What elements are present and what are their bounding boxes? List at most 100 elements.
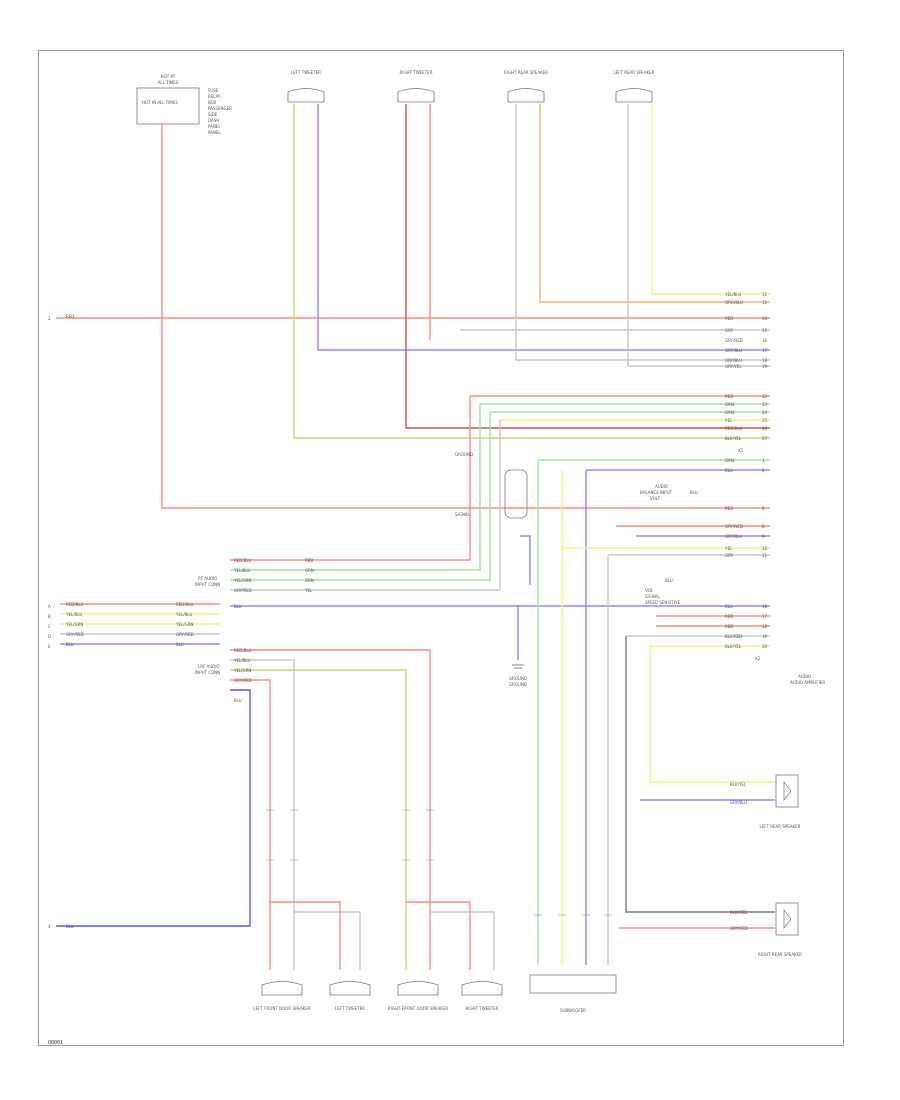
svg-text:YEL/GRN: YEL/GRN xyxy=(175,622,193,627)
svg-text:YEL/BLU: YEL/BLU xyxy=(233,568,250,573)
svg-text:2: 2 xyxy=(762,468,765,473)
wires xyxy=(56,104,775,970)
svg-text:GRN: GRN xyxy=(725,402,734,407)
svg-text:ALL TIMES: ALL TIMES xyxy=(158,80,179,85)
svg-text:RED: RED xyxy=(725,506,733,511)
svg-text:GRY/BLU: GRY/BLU xyxy=(725,534,742,539)
svg-text:GRY/BLU: GRY/BLU xyxy=(725,348,742,353)
svg-text:GRN: GRN xyxy=(305,568,314,573)
svg-text:SIGNAL: SIGNAL xyxy=(455,512,471,517)
svg-text:RED/BLU: RED/BLU xyxy=(234,648,252,653)
svg-text:PANEL: PANEL xyxy=(208,130,221,135)
svg-text:YEL: YEL xyxy=(724,418,733,423)
svg-text:GRY/RED: GRY/RED xyxy=(66,632,84,637)
bottom-speaker-left-door: LEFT FRONT DOOR SPEAKER xyxy=(253,981,311,1011)
svg-text:BOX: BOX xyxy=(208,100,217,105)
svg-text:19: 19 xyxy=(762,364,768,369)
svg-text:BLK/YEL: BLK/YEL xyxy=(725,436,742,441)
svg-text:2: 2 xyxy=(48,316,51,321)
svg-text:PANEL: PANEL xyxy=(208,124,221,129)
svg-text:GRY/RED: GRY/RED xyxy=(234,588,252,593)
svg-text:BLU: BLU xyxy=(176,642,184,647)
svg-text:RIGHT REAR SPEAKER: RIGHT REAR SPEAKER xyxy=(758,952,802,957)
svg-text:RIGHT TWEETER: RIGHT TWEETER xyxy=(400,70,433,75)
svg-text:4: 4 xyxy=(48,924,51,929)
svg-text:23: 23 xyxy=(762,402,768,407)
svg-text:C: C xyxy=(48,624,51,629)
svg-text:RIGHT REAR SPEAKER: RIGHT REAR SPEAKER xyxy=(504,70,548,75)
svg-text:GRY: GRY xyxy=(725,328,734,333)
svg-text:12: 12 xyxy=(762,300,768,305)
svg-text:SIGNAL: SIGNAL xyxy=(645,594,661,599)
svg-text:RF AUDIO: RF AUDIO xyxy=(198,576,217,581)
svg-text:AUDIO: AUDIO xyxy=(798,674,811,679)
svg-text:SPEED SENSITIVE: SPEED SENSITIVE xyxy=(645,600,680,605)
svg-text:RED/BLU: RED/BLU xyxy=(234,558,252,563)
bottom-speaker-right-door: RIGHT FRONT DOOR SPEAKER xyxy=(388,981,448,1011)
svg-text:RED/BLU: RED/BLU xyxy=(66,602,84,607)
middle-component: GROUND SIGNAL xyxy=(455,452,528,519)
bottom-speaker-left-tweeter: LEFT TWEETER xyxy=(329,981,371,1011)
svg-text:HOT AT: HOT AT xyxy=(161,74,176,79)
svg-text:RED: RED xyxy=(305,558,313,563)
svg-text:9: 9 xyxy=(762,534,765,539)
svg-text:VOL: VOL xyxy=(645,588,654,593)
svg-text:A: A xyxy=(48,604,51,609)
fuse-label: HOT IN ALL TIMES xyxy=(142,100,178,105)
svg-text:17: 17 xyxy=(762,348,768,353)
svg-text:18: 18 xyxy=(762,358,768,363)
svg-text:GRY/RED: GRY/RED xyxy=(725,338,743,343)
svg-text:18: 18 xyxy=(762,624,768,629)
ground-symbol: GROUND GROUND xyxy=(509,664,527,687)
diagram-frame xyxy=(38,50,844,1046)
svg-text:17: 17 xyxy=(762,614,768,619)
svg-text:YEL/BLU: YEL/BLU xyxy=(724,292,741,297)
svg-text:14: 14 xyxy=(762,316,768,321)
svg-text:VOLT: VOLT xyxy=(650,496,660,501)
svg-text:BLK/YEL: BLK/YEL xyxy=(730,782,747,787)
svg-text:19: 19 xyxy=(762,634,768,639)
svg-text:X1: X1 xyxy=(738,448,744,453)
svg-text:BLU: BLU xyxy=(66,642,74,647)
svg-text:YEL/BLU: YEL/BLU xyxy=(233,658,250,663)
svg-text:GRY/RED: GRY/RED xyxy=(234,678,252,683)
svg-text:DASH: DASH xyxy=(208,118,219,123)
svg-text:LEFT REAR SPEAKER: LEFT REAR SPEAKER xyxy=(760,824,801,829)
top-speaker-left-tweeter: LEFT TWEETER xyxy=(287,70,325,103)
svg-text:16: 16 xyxy=(762,338,768,343)
svg-text:YEL/BLU: YEL/BLU xyxy=(175,612,192,617)
svg-text:INPUT CONN: INPUT CONN xyxy=(195,582,220,587)
svg-text:LEFT TWEETER: LEFT TWEETER xyxy=(291,70,321,75)
svg-text:GRY/RED: GRY/RED xyxy=(176,632,194,637)
svg-text:24: 24 xyxy=(762,410,768,415)
svg-text:D: D xyxy=(48,634,51,639)
right-speaker-left-rear: BLK/YEL GRY/BLU LEFT REAR SPEAKER xyxy=(730,774,801,829)
svg-text:LRF AUDIO: LRF AUDIO xyxy=(198,664,220,669)
svg-text:11: 11 xyxy=(762,553,768,558)
bottom-subwoofer: SUBWOOFER xyxy=(529,974,617,1013)
svg-text:6: 6 xyxy=(762,506,765,511)
svg-text:RED: RED xyxy=(725,614,733,619)
fuse-block: HOT AT ALL TIMES HOT IN ALL TIMES FUSE R… xyxy=(136,74,232,135)
svg-text:GRY/BLU: GRY/BLU xyxy=(725,358,742,363)
svg-text:PASSENGER: PASSENGER xyxy=(208,106,232,111)
svg-text:LEFT TWEETER: LEFT TWEETER xyxy=(335,1006,365,1011)
svg-text:GRY/RED: GRY/RED xyxy=(725,524,743,529)
svg-text:15: 15 xyxy=(762,328,768,333)
svg-text:BLU: BLU xyxy=(665,578,673,583)
svg-text:SIDE: SIDE xyxy=(208,112,218,117)
svg-text:LEFT REAR SPEAKER: LEFT REAR SPEAKER xyxy=(614,70,655,75)
svg-text:RED: RED xyxy=(725,624,733,629)
svg-text:GRY/RED: GRY/RED xyxy=(730,926,748,931)
svg-text:RELAY: RELAY xyxy=(208,94,221,99)
svg-text:BLU: BLU xyxy=(725,468,733,473)
amp-side-notes: AUDIO BALANCE INPUT BLU VOLT BLU VOL SIG… xyxy=(640,484,698,605)
svg-text:BLU: BLU xyxy=(725,604,733,609)
top-speaker-left-rear: LEFT REAR SPEAKER xyxy=(614,70,655,103)
svg-text:16: 16 xyxy=(762,604,768,609)
svg-text:RED/BLK: RED/BLK xyxy=(725,426,743,431)
svg-text:GRN: GRN xyxy=(725,410,734,415)
svg-text:25: 25 xyxy=(762,418,768,423)
